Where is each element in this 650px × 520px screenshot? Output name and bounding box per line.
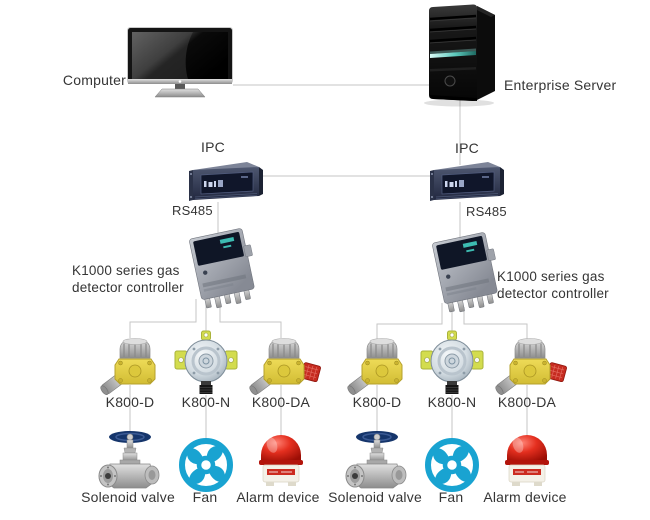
gas-detector-icon	[495, 338, 567, 395]
rs485-left-label: RS485	[172, 203, 213, 218]
detector-k800da-left	[247, 336, 325, 396]
ipc-left	[185, 158, 263, 203]
detector-k800d-right	[345, 336, 409, 396]
alarm-beacon-icon	[505, 435, 549, 486]
actuator-label-fan-right: Fan	[438, 489, 464, 505]
solenoid-valve-left	[94, 430, 166, 492]
gas-detector-icon	[347, 338, 403, 395]
rs485-right-label: RS485	[466, 204, 507, 219]
detector-k800da-right	[493, 336, 571, 396]
actuator-label-valve-left: Solenoid valve	[81, 489, 175, 505]
alarm-device-left	[254, 429, 308, 489]
ipc-rack-icon	[430, 162, 504, 201]
detector-k800d-left	[98, 336, 162, 396]
fan-icon	[425, 438, 479, 492]
detector-label-k800da-right: K800-DA	[497, 394, 557, 410]
gas-controller-icon	[432, 232, 498, 313]
server-label: Enterprise Server	[504, 77, 617, 93]
fan-left	[178, 437, 234, 493]
gas-controller-icon	[189, 228, 255, 309]
computer-label: Computer	[62, 72, 126, 88]
controller-left-label: K1000 series gas detector controller	[72, 263, 184, 295]
detector-k800n-left	[174, 330, 238, 396]
enterprise-server	[419, 1, 501, 107]
fan-icon	[179, 438, 233, 492]
actuator-label-alarm-right: Alarm device	[483, 489, 567, 505]
solenoid-valve-icon	[345, 431, 407, 489]
solenoid-valve-icon	[98, 431, 160, 489]
ipc-right-label: IPC	[455, 140, 479, 156]
detector-label-k800d-left: K800-D	[105, 394, 155, 410]
detector-label-k800d-right: K800-D	[352, 394, 402, 410]
solenoid-valve-right	[341, 430, 413, 492]
actuator-label-valve-right: Solenoid valve	[328, 489, 422, 505]
gas-detector-icon	[174, 330, 238, 394]
ipc-left-label: IPC	[201, 139, 225, 155]
controller-right-label: K1000 series gas detector controller	[497, 269, 609, 301]
detector-label-k800n-right: K800-N	[427, 394, 477, 410]
actuator-label-fan-left: Fan	[192, 489, 218, 505]
controller-left	[183, 227, 261, 309]
computer-monitor	[127, 27, 233, 98]
server-tower-icon	[424, 4, 495, 107]
gas-detector-icon	[420, 330, 484, 394]
computer-monitor-icon	[127, 27, 233, 98]
alarm-beacon-icon	[259, 435, 303, 486]
detector-label-k800n-left: K800-N	[181, 394, 231, 410]
gas-detector-icon	[249, 338, 321, 395]
controller-right	[426, 231, 504, 313]
detector-k800n-right	[420, 330, 484, 396]
ipc-right	[426, 158, 504, 203]
fan-right	[424, 437, 480, 493]
gas-detector-icon	[100, 338, 156, 395]
detector-label-k800da-left: K800-DA	[251, 394, 311, 410]
actuator-label-alarm-left: Alarm device	[236, 489, 320, 505]
alarm-device-right	[500, 429, 554, 489]
ipc-rack-icon	[189, 162, 263, 201]
